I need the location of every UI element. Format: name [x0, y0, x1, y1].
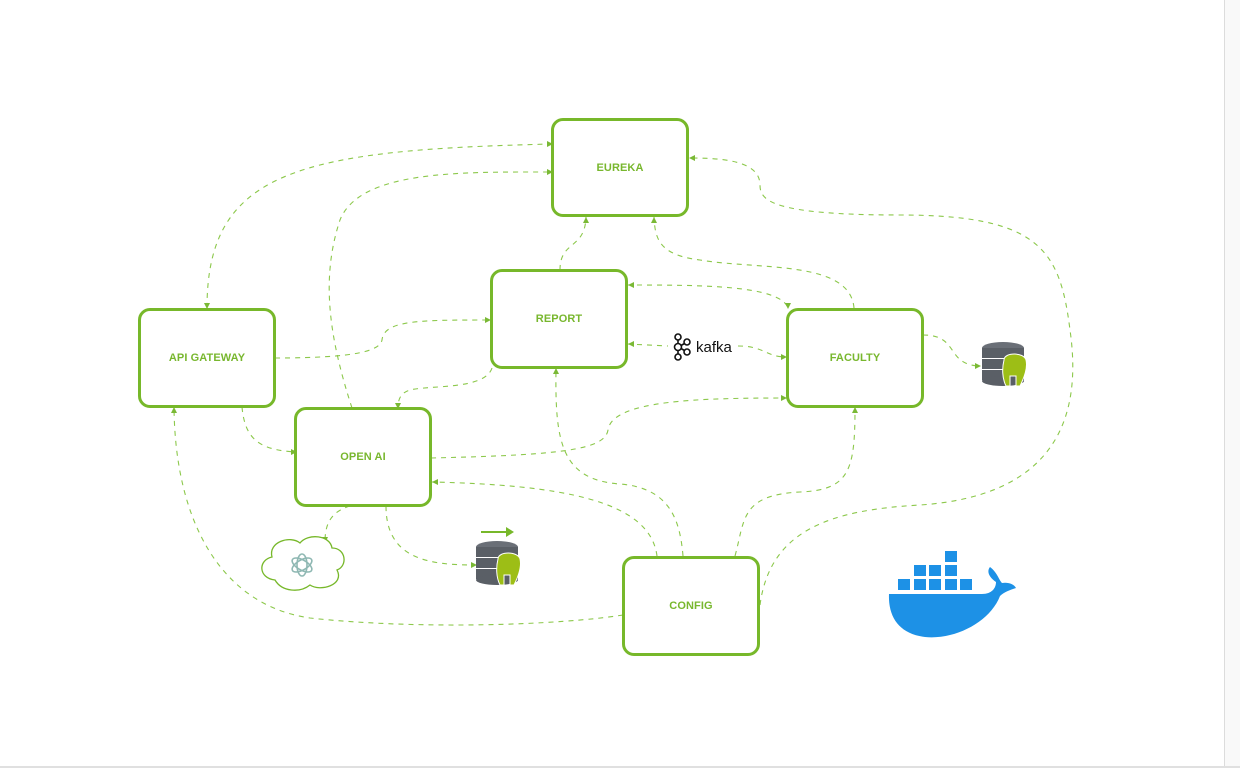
arrowhead: [547, 169, 553, 175]
edge-report-faculty: [626, 284, 789, 309]
node-api-gateway[interactable]: API GATEWAY: [138, 308, 276, 408]
edge-openai-faculty: [430, 397, 788, 459]
kafka-label: kafka: [696, 338, 732, 356]
arrowhead: [689, 155, 695, 161]
arrowhead: [432, 479, 438, 485]
node-label: CONFIG: [669, 600, 713, 612]
arrowhead: [553, 368, 559, 374]
arrowhead: [485, 317, 491, 323]
arrowhead: [171, 407, 177, 413]
arrowhead: [204, 303, 210, 309]
edge-gateway-report: [274, 319, 491, 359]
node-config[interactable]: CONFIG: [622, 556, 760, 656]
node-label: FACULTY: [829, 352, 881, 364]
postgres-database-icon: [476, 541, 521, 586]
edge-config-gateway: [173, 406, 624, 626]
node-label: EUREKA: [596, 161, 644, 174]
edge-faculty-db: [922, 334, 981, 367]
node-label: API GATEWAY: [168, 352, 246, 364]
edge-config-openai: [431, 481, 658, 557]
edge-faculty-eureka: [653, 216, 855, 309]
arrowhead: [628, 282, 634, 288]
arrowhead: [785, 303, 791, 309]
node-open-ai[interactable]: OPEN AI: [294, 407, 432, 507]
bottom-border: [0, 766, 1240, 768]
arrowhead: [471, 562, 477, 568]
edge-report-openai: [397, 367, 493, 409]
right-scroll-panel[interactable]: [1224, 0, 1240, 768]
arrowhead: [547, 141, 553, 147]
node-report[interactable]: REPORT: [490, 269, 628, 369]
node-label: REPORT: [535, 313, 583, 325]
edge-kafka-faculty: [737, 345, 788, 358]
node-eureka[interactable]: EUREKA: [551, 118, 689, 217]
edge-openai-eureka: [328, 171, 553, 409]
edge-config-faculty: [734, 406, 856, 557]
edge-openai-db: [385, 505, 477, 566]
arrowhead: [628, 341, 634, 347]
edge-openai-cloud: [324, 505, 351, 543]
postgres-database-icon: [982, 342, 1027, 387]
arrowhead: [781, 354, 787, 360]
node-label: OPEN AI: [340, 451, 386, 463]
edge-config-report: [555, 367, 684, 557]
docker-whale-icon: [888, 551, 1016, 638]
kafka-icon: [673, 333, 691, 361]
arrowhead: [395, 403, 401, 409]
kafka-logo: kafka: [672, 333, 732, 361]
openai-cloud-icon: [261, 536, 345, 591]
arrowhead: [651, 217, 657, 223]
edge-kafka-report: [626, 343, 669, 347]
edge-gateway-eureka: [206, 143, 553, 309]
arrowhead: [583, 217, 589, 223]
edge-report-eureka: [559, 216, 587, 271]
edge-gateway-openai: [241, 406, 297, 453]
edge-config-eureka: [688, 157, 1074, 606]
node-faculty[interactable]: FACULTY: [786, 308, 924, 408]
arrowhead: [852, 407, 858, 413]
flow-arrow-icon: [481, 527, 514, 537]
arrowhead: [975, 363, 981, 369]
arrowhead: [781, 395, 787, 401]
